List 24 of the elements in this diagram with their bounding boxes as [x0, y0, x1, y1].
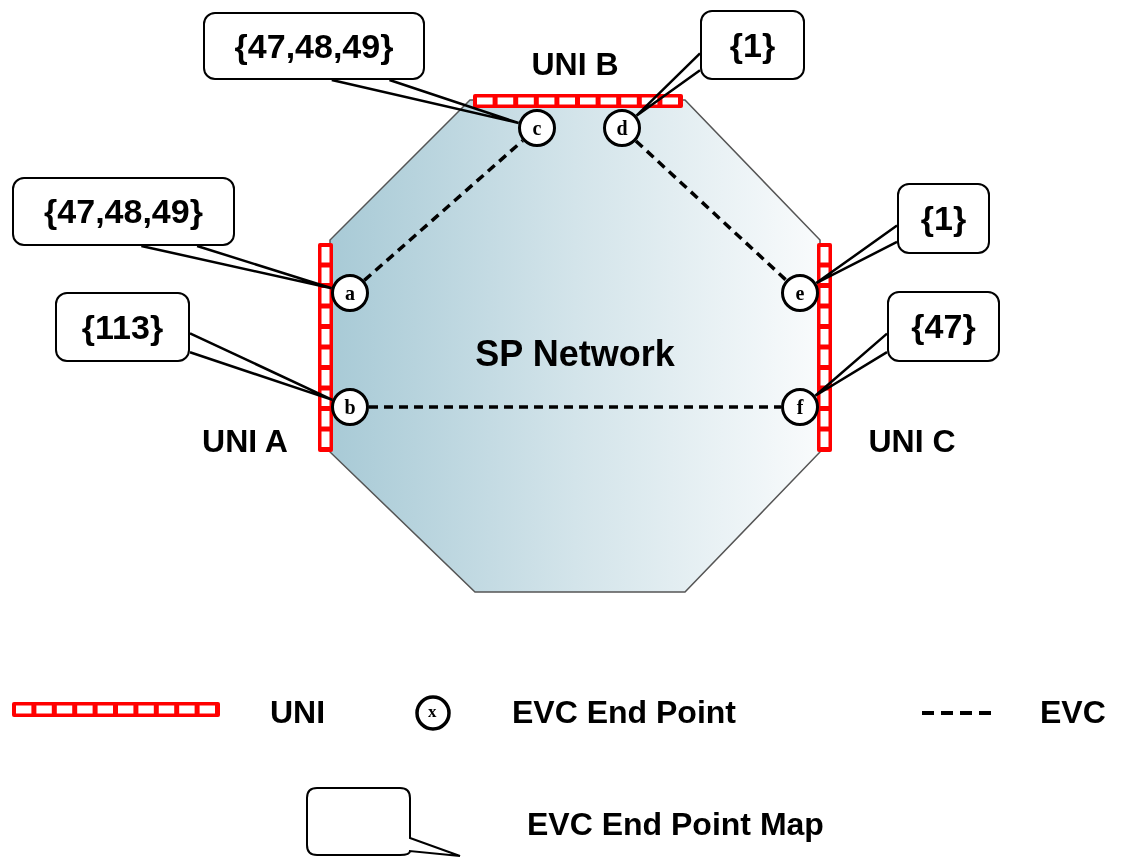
uni-label: UNI C — [868, 423, 956, 459]
legend-label: EVC End Point — [512, 694, 736, 730]
legend-label: UNI — [270, 694, 326, 730]
legend-label: EVC — [1040, 694, 1106, 730]
legend-symbol-letter: x — [428, 702, 437, 722]
uni-label: UNI A — [202, 423, 288, 459]
callout-box: {113} — [55, 292, 190, 362]
legend-label: EVC End Point Map — [527, 806, 824, 842]
evc-connector — [369, 405, 781, 409]
evc-connector — [634, 139, 788, 282]
callout-box: {1} — [700, 10, 805, 80]
leader-line — [188, 332, 334, 402]
uni-label: UNI B — [531, 46, 619, 82]
network-label: SP Network — [475, 333, 675, 374]
callout-box: {1} — [897, 183, 990, 254]
leader-line — [330, 78, 520, 125]
leader-line — [814, 224, 899, 285]
evc-connector — [363, 139, 524, 282]
leader-line — [814, 332, 889, 397]
leader-line — [635, 52, 702, 117]
leader-line — [140, 244, 333, 290]
callout-box: {47,48,49} — [203, 12, 425, 80]
callout-box: {47} — [887, 291, 1000, 362]
callout-box: {47,48,49} — [12, 177, 235, 246]
